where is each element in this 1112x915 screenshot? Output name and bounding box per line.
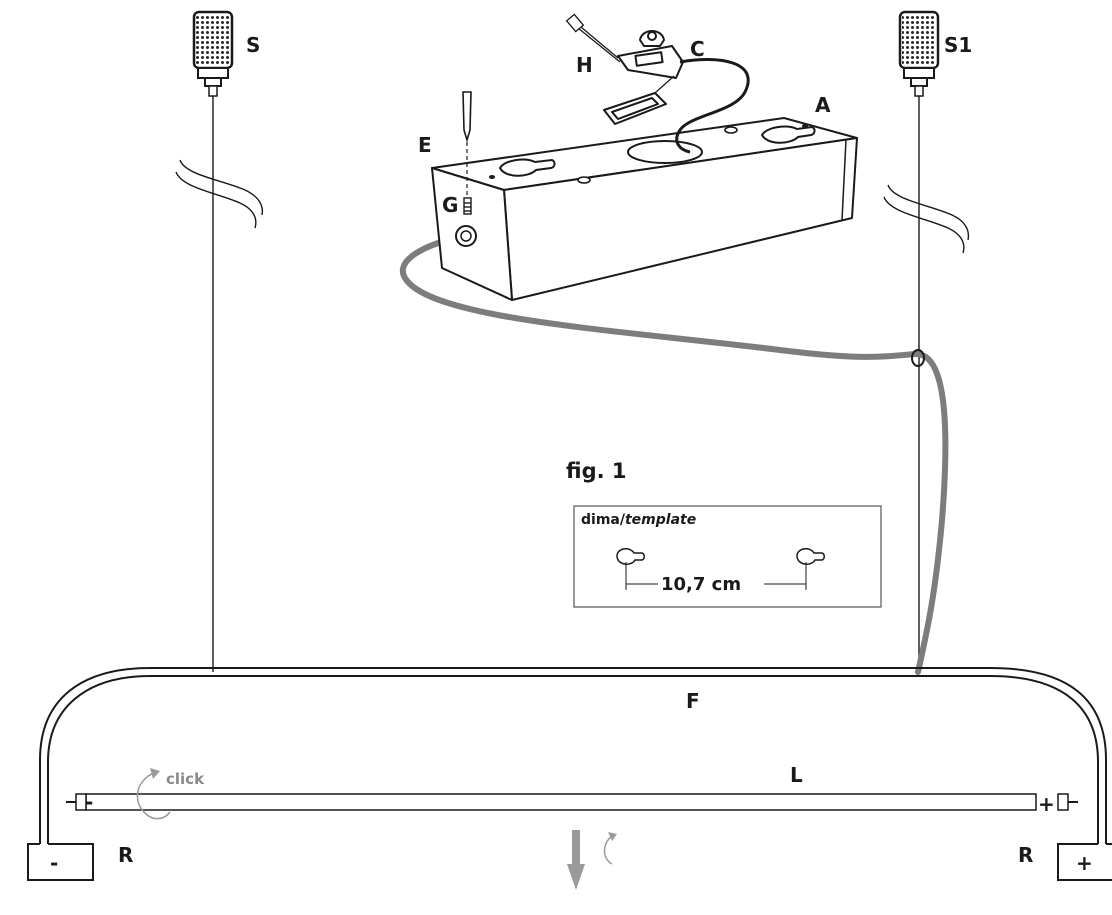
cable-clamp	[911, 349, 925, 367]
label-s1: S1	[944, 33, 972, 57]
insert-arrow-head	[567, 864, 585, 890]
anchor-s-grip	[208, 85, 218, 97]
driver-box-keyhole-slot-right	[760, 125, 816, 144]
screwdriver-e	[462, 91, 472, 143]
connector-cover-plate	[603, 92, 667, 125]
tube-minus-sign: -	[85, 790, 93, 814]
anchor-s-knurl-texture	[196, 14, 230, 66]
anchor-s1-collar	[903, 67, 935, 79]
tube-click-label: click	[166, 770, 205, 788]
label-a: A	[815, 93, 831, 117]
label-s: S	[246, 33, 260, 57]
terminal-right-sign: +	[1076, 851, 1093, 875]
insert-arrow-shaft	[572, 830, 580, 864]
anchor-s1-knurl-texture	[902, 14, 936, 66]
ceiling-anchor-s1	[898, 10, 940, 97]
click-rotation-arrowhead	[150, 768, 160, 779]
connector-cable-c	[675, 58, 750, 154]
led-tube-cap-right	[1057, 793, 1069, 811]
label-r-left: R	[118, 843, 133, 867]
label-r-right: R	[1018, 843, 1033, 867]
label-f: F	[686, 689, 700, 713]
driver-box-screw-hole-1	[577, 176, 591, 184]
terminal-block-left	[27, 843, 94, 881]
driver-box-edge-detail	[841, 139, 847, 221]
tube-plus-sign: +	[1038, 792, 1055, 816]
label-l: L	[790, 763, 803, 787]
template-dimension: 10,7 cm	[661, 574, 741, 595]
twist-arrowhead	[608, 832, 617, 841]
driver-box-corner-pin-1	[489, 175, 495, 179]
twist-arrow	[603, 835, 613, 865]
terminal-block-right	[1057, 843, 1112, 881]
template-title-prefix: dima/	[581, 512, 626, 528]
led-tube	[85, 793, 1037, 811]
driver-box-screw-hole-2	[724, 126, 738, 134]
label-g: G	[442, 193, 458, 217]
template-box	[573, 505, 882, 608]
anchor-s-nut	[204, 77, 222, 87]
fixture-frame-outer	[39, 667, 1107, 844]
template-title-italic: template	[625, 512, 696, 528]
cable-gland-inner	[460, 230, 472, 242]
figure-title: fig. 1	[566, 459, 627, 483]
power-cable	[400, 233, 949, 675]
driver-box-corner-pin-2	[802, 124, 808, 128]
terminal-left-sign: -	[50, 851, 58, 875]
label-h: H	[576, 53, 593, 77]
anchor-s-collar	[197, 67, 229, 79]
fixture-frame-inner	[47, 675, 1099, 844]
wire-break-symbol-s	[175, 159, 264, 229]
connector-tether	[654, 75, 675, 94]
terminal-connector-h	[617, 30, 684, 79]
ceiling-anchor-s	[192, 10, 234, 97]
driver-box-keyhole-slot-left	[498, 158, 556, 177]
grub-screw-g	[463, 197, 472, 215]
anchor-s1-nut	[910, 77, 928, 87]
label-e: E	[418, 133, 432, 157]
connector-lead-wires	[565, 13, 621, 63]
anchor-s1-grip	[914, 85, 924, 97]
click-rotation-arrow	[136, 771, 171, 820]
wire-break-symbol-s1	[883, 184, 970, 254]
driver-box-cable-hole	[627, 140, 703, 164]
template-title: dima/template	[581, 512, 696, 528]
label-c: C	[690, 37, 705, 61]
